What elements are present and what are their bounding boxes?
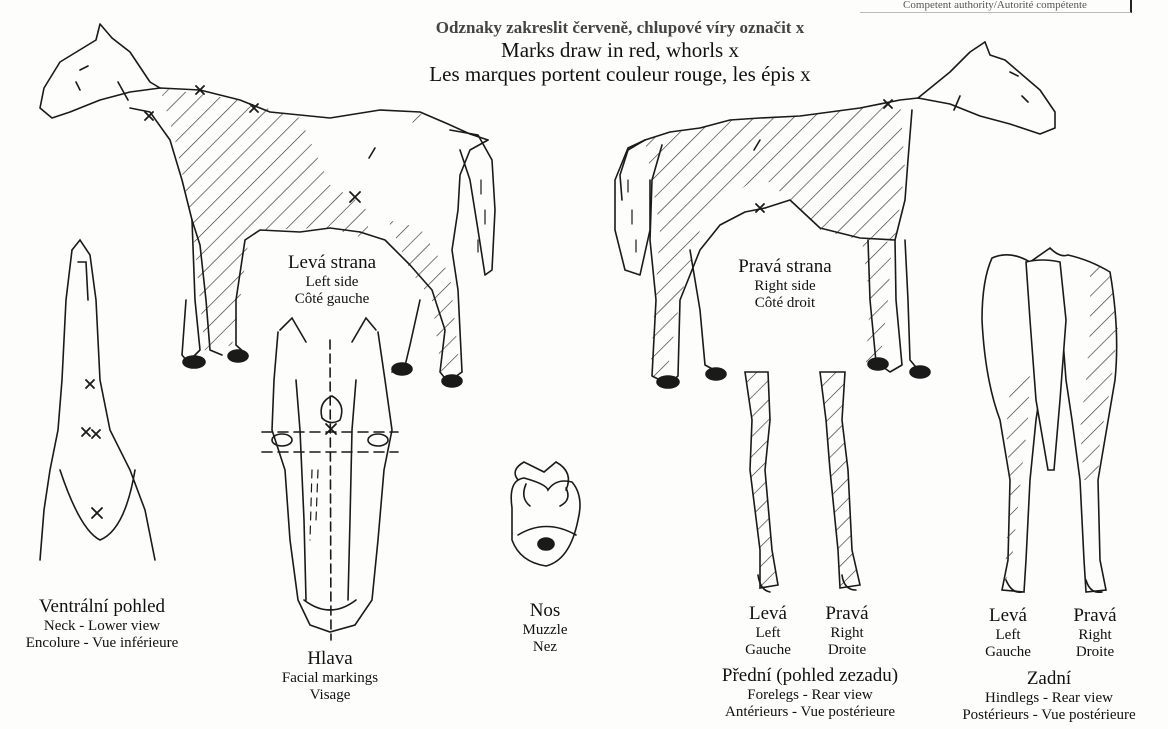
right-side-cz: Pravá strana — [715, 256, 855, 278]
hindleg-right-fr: Droite — [1060, 644, 1130, 661]
head-cz: Hlava — [260, 648, 400, 670]
head-front-view — [262, 318, 398, 640]
foreleg-left-cz: Levá — [738, 603, 798, 625]
hindlegs-cz: Zadní — [938, 668, 1160, 690]
forelegs-cz: Přední (pohled zezadu) — [680, 665, 940, 687]
ventral-cz: Ventrální pohled — [2, 596, 202, 618]
foreleg-right-fr: Droite — [812, 642, 882, 659]
left-side-cz: Levá strana — [262, 252, 402, 274]
instruction-line-cz: Odznaky zakreslit červeně, chlupové víry… — [330, 18, 910, 38]
ventral-en: Neck - Lower view — [2, 618, 202, 635]
hindleg-left-en: Left — [978, 627, 1038, 644]
foreleg-left-en: Left — [738, 625, 798, 642]
hindleg-right-label: Pravá Right Droite — [1060, 605, 1130, 661]
muzzle-fr: Nez — [500, 639, 590, 656]
foreleg-left-label: Levá Left Gauche — [738, 603, 798, 659]
head-fr: Visage — [260, 687, 400, 704]
head-label: Hlava Facial markings Visage — [260, 648, 400, 704]
muzzle-view — [511, 462, 580, 566]
forelegs-rear-view — [745, 372, 860, 592]
right-side-horse — [615, 42, 1055, 388]
ventral-neck-view — [40, 240, 155, 560]
right-side-fr: Côté droit — [715, 295, 855, 312]
right-side-en: Right side — [715, 278, 855, 295]
hindleg-left-label: Levá Left Gauche — [978, 605, 1038, 661]
foreleg-right-label: Pravá Right Droite — [812, 603, 882, 659]
hindleg-left-cz: Levá — [978, 605, 1038, 627]
muzzle-label: Nos Muzzle Nez — [500, 600, 590, 656]
foreleg-right-cz: Pravá — [812, 603, 882, 625]
head-en: Facial markings — [260, 670, 400, 687]
foreleg-left-fr: Gauche — [738, 642, 798, 659]
muzzle-en: Muzzle — [500, 622, 590, 639]
hindlegs-caption: Zadní Hindlegs - Rear view Postérieurs -… — [938, 668, 1160, 724]
hindleg-right-en: Right — [1060, 627, 1130, 644]
hindleg-left-fr: Gauche — [978, 644, 1038, 661]
hindlegs-fr: Postérieurs - Vue postérieure — [938, 707, 1160, 724]
hindleg-right-cz: Pravá — [1060, 605, 1130, 627]
ventral-fr: Encolure - Vue inférieure — [2, 635, 202, 652]
forelegs-fr: Antérieurs - Vue postérieure — [680, 704, 940, 721]
forelegs-caption: Přední (pohled zezadu) Forelegs - Rear v… — [680, 665, 940, 721]
muzzle-cz: Nos — [500, 600, 590, 622]
left-side-en: Left side — [262, 274, 402, 291]
hindlegs-rear-view — [982, 248, 1118, 592]
left-side-fr: Côté gauche — [262, 291, 402, 308]
foreleg-right-en: Right — [812, 625, 882, 642]
instruction-line-fr: Les marques portent couleur rouge, les é… — [330, 62, 910, 86]
forelegs-en: Forelegs - Rear view — [680, 687, 940, 704]
marking-instructions: Odznaky zakreslit červeně, chlupové víry… — [330, 18, 910, 86]
instruction-line-en: Marks draw in red, whorls x — [330, 38, 910, 62]
left-side-label: Levá strana Left side Côté gauche — [262, 252, 402, 308]
hindlegs-en: Hindlegs - Rear view — [938, 690, 1160, 707]
ventral-view-label: Ventrální pohled Neck - Lower view Encol… — [2, 596, 202, 652]
right-side-label: Pravá strana Right side Côté droit — [715, 256, 855, 312]
